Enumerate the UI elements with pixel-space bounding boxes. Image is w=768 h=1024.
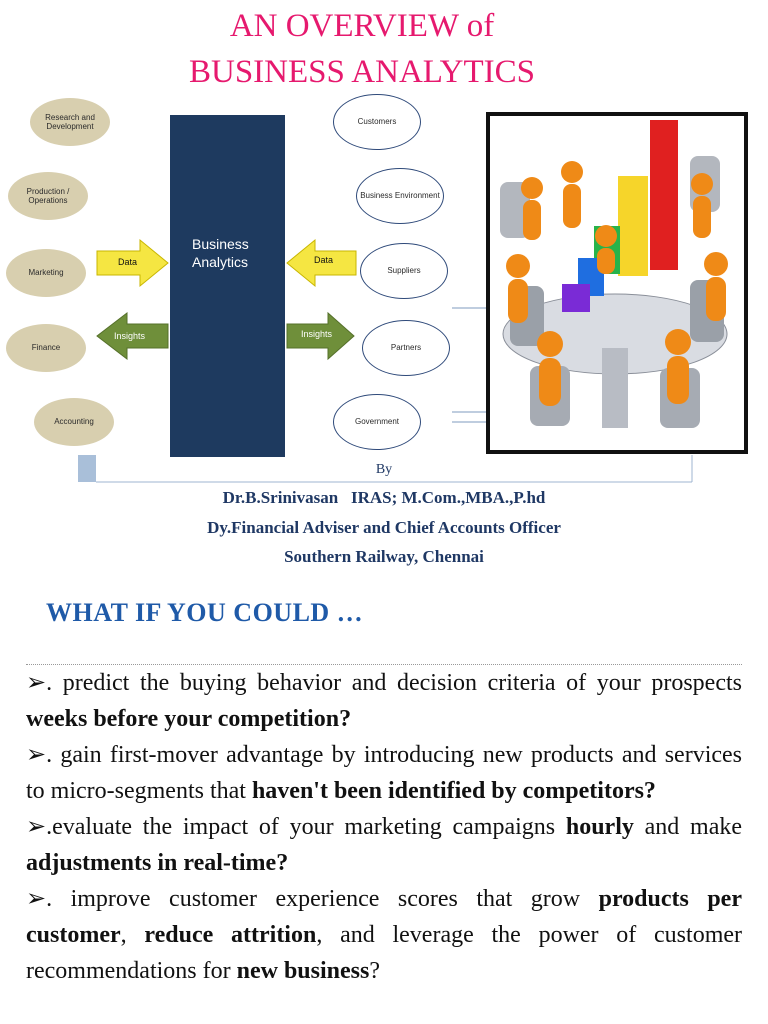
author-designation: Dy.Financial Adviser and Chief Accounts … <box>207 518 561 537</box>
bullet-4-text-4: ? <box>369 958 380 984</box>
title-line-2: BUSINESS ANALYTICS <box>188 54 535 90</box>
oval-government: Government <box>333 394 421 450</box>
bullet-2-text: . gain first-mover advantage by introduc… <box>26 742 742 804</box>
bullet-marker: ➢ <box>26 886 47 912</box>
byline-by: By <box>375 462 393 477</box>
oval-marketing: Marketing <box>6 249 86 297</box>
bullet-4-text-2: , <box>120 922 145 948</box>
bullet-4-bold-3: new business <box>236 958 370 984</box>
bullet-marker: ➢ <box>26 742 47 768</box>
meeting-chart-image <box>500 120 728 428</box>
dotted-divider <box>26 664 742 665</box>
bullet-4-text-3: , and leverage the power of customer rec… <box>26 922 742 984</box>
data-right-label: Data <box>314 255 334 265</box>
bullet-item-1: ➢. predict the buying behavior and decis… <box>26 665 742 737</box>
data-left-label: Data <box>118 257 138 267</box>
bullet-3-text: .evaluate the impact of your marketing c… <box>46 814 566 840</box>
oval-partners: Partners <box>362 320 450 376</box>
bullet-3-text-2: and make <box>633 814 742 840</box>
oval-finance: Finance <box>6 324 86 372</box>
oval-suppliers: Suppliers <box>360 243 448 299</box>
bullet-marker: ➢ <box>26 670 47 696</box>
bullet-item-4: ➢. improve customer experience scores th… <box>26 881 742 989</box>
bullet-3-bold-2: adjustments in real-time? <box>26 850 289 876</box>
center-line-2: Analytics <box>192 254 249 271</box>
author-name: Dr.B.Srinivasan IRAS; M.Com.,MBA.,P.hd <box>222 488 546 507</box>
bullet-1-bold: weeks before your competition? <box>26 706 352 732</box>
bullet-1-text: . predict the buying behavior and decisi… <box>46 670 742 696</box>
oval-customers: Customers <box>333 94 421 150</box>
insights-left-label: Insights <box>114 331 146 341</box>
author-organization: Southern Railway, Chennai <box>284 547 484 566</box>
title-line-1: AN OVERVIEW of <box>229 8 495 44</box>
oval-business-environment: Business Environment <box>356 168 444 224</box>
bullet-list: ➢. predict the buying behavior and decis… <box>26 665 742 989</box>
bullet-2-bold: haven't been identified by competitors? <box>251 778 656 804</box>
bullet-4-text: . improve customer experience scores tha… <box>46 886 599 912</box>
center-line-1: Business <box>192 236 249 252</box>
oval-production-operations: Production / Operations <box>8 172 88 220</box>
bullet-item-3: ➢.evaluate the impact of your marketing … <box>26 809 742 881</box>
bullet-4-bold-1: products per customer <box>26 886 742 948</box>
business-analytics-block: Business Analytics <box>170 115 285 457</box>
bullet-item-2: ➢. gain first-mover advantage by introdu… <box>26 737 742 809</box>
insights-right-label: Insights <box>301 329 333 339</box>
meeting-illustration <box>486 112 748 454</box>
bullet-4-bold-2: reduce attrition <box>144 922 317 948</box>
bullet-3-bold-1: hourly <box>565 814 634 840</box>
oval-research-development: Research and Development <box>30 98 110 146</box>
bullet-marker: ➢ <box>26 814 47 840</box>
section-heading: WHAT IF YOU COULD … <box>46 598 364 627</box>
oval-accounting: Accounting <box>34 398 114 446</box>
